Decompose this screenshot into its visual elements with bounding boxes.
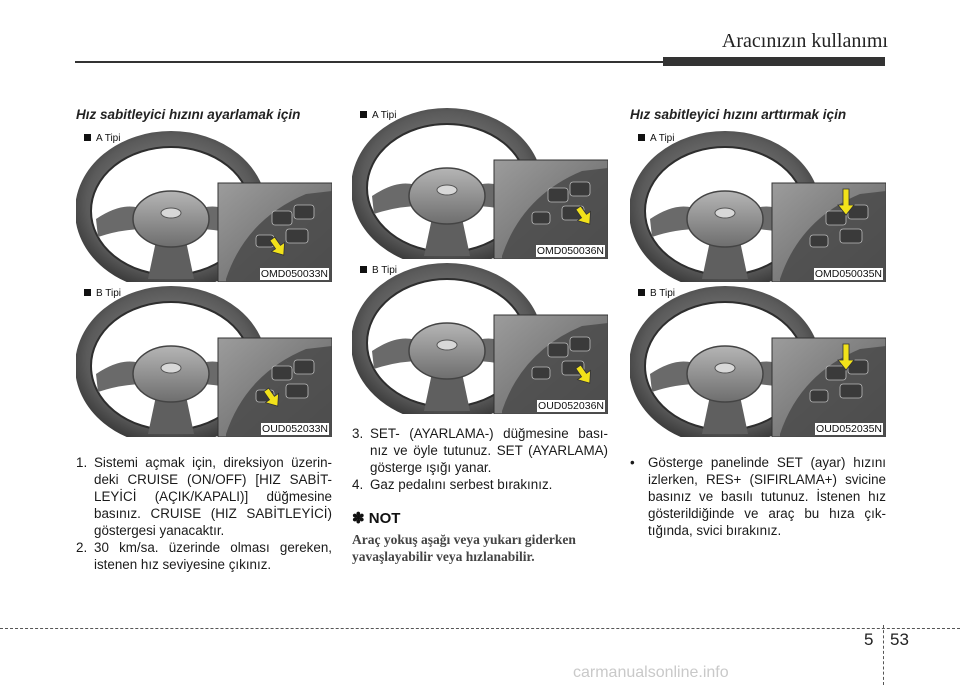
figure-code: OMD050033N [259, 268, 329, 280]
header-rule [75, 61, 885, 63]
list-item: 4.Gaz pedalını serbest bırakınız. [352, 477, 553, 492]
type-label: A Tipi [360, 110, 396, 121]
figure-b-type-cruise-button: B Tipi OUD052033N [76, 284, 332, 437]
watermark: carmanualsonline.info [573, 664, 729, 681]
pointer-arrow-icon [837, 343, 855, 371]
pointer-arrow-icon [575, 205, 592, 225]
footer-rule [0, 628, 960, 629]
list-item: 2.30 km/sa. üzerinde olması gereken, ist… [76, 540, 332, 572]
section-heading-increase-speed: Hız sabitleyici hızını arttırmak için [630, 107, 847, 122]
figure-a-type-set-button: A Tipi OMD050036N [352, 106, 608, 259]
steps-list-2: 3.SET- (AYARLAMA-) düğmesine bası-nız ve… [352, 425, 608, 493]
list-item: •Gösterge panelinde SET (ayar) hızını iz… [630, 455, 886, 538]
figure-code: OMD050035N [813, 268, 883, 280]
pointer-arrow-icon [263, 387, 280, 407]
type-label: A Tipi [84, 133, 120, 144]
bullet-list-3: •Gösterge panelinde SET (ayar) hızını iz… [630, 454, 886, 539]
page-number: 53 [890, 630, 909, 649]
chapter-number: 5 [864, 630, 874, 649]
running-header: Aracınızın kullanımı [721, 30, 888, 52]
figure-code: OMD050036N [535, 245, 605, 257]
type-label: B Tipi [638, 288, 675, 299]
list-item: 3.SET- (AYARLAMA-) düğmesine bası-nız ve… [352, 426, 608, 475]
pointer-arrow-icon [575, 364, 592, 384]
header-rule-accent [663, 57, 885, 66]
section-heading-set-speed: Hız sabitleyici hızını ayarlamak için [76, 107, 301, 122]
pointer-arrow-icon [269, 236, 286, 256]
list-item: 1.Sistemi açmak için, direksiyon üzerin-… [76, 455, 332, 538]
page-number-divider [883, 625, 884, 685]
note-text: Araç yokuş aşağı veya yukarı giderken ya… [352, 532, 576, 564]
figure-a-type-cruise-button: A Tipi OMD050033N [76, 129, 332, 282]
type-label: A Tipi [638, 133, 674, 144]
figure-b-type-res-button: B Tipi OUD052035N [630, 284, 886, 437]
pointer-arrow-icon [837, 188, 855, 216]
type-label: B Tipi [360, 265, 397, 276]
note-title: ✽ NOT [352, 510, 401, 527]
figure-code: OUD052033N [261, 423, 329, 435]
figure-code: OUD052035N [815, 423, 883, 435]
figure-code: OUD052036N [537, 400, 605, 412]
figure-a-type-res-button: A Tipi OMD050035N [630, 129, 886, 282]
figure-b-type-set-button: B Tipi OUD052036N [352, 261, 608, 414]
type-label: B Tipi [84, 288, 121, 299]
steps-list-1: 1.Sistemi açmak için, direksiyon üzerin-… [76, 454, 332, 573]
